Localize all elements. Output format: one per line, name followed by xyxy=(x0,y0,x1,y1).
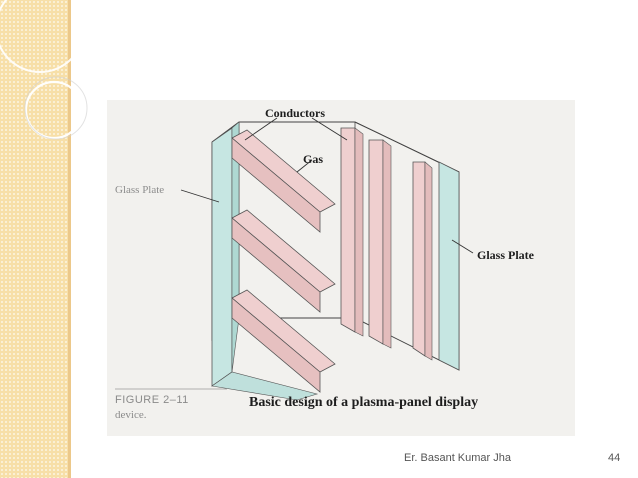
figure-number: FIGURE 2–11 xyxy=(115,394,189,406)
label-glass-plate-left: Glass Plate xyxy=(115,184,165,196)
left-glass-plate xyxy=(211,127,233,387)
vertical-conductor-3 xyxy=(412,161,426,357)
vertical-conductor-2 xyxy=(368,139,384,345)
vertical-conductor-2-side xyxy=(382,139,392,349)
left-glass-plate-bottom xyxy=(211,371,319,401)
horizontal-conductors xyxy=(231,129,336,393)
leader-glass-left xyxy=(180,189,220,203)
decorative-rings xyxy=(0,0,88,140)
leader-conductors-right xyxy=(311,117,348,141)
vertical-conductor-3-side xyxy=(424,161,433,361)
label-glass-plate-right: Glass Plate xyxy=(477,248,534,262)
figure-caption: Basic design of a plasma-panel display xyxy=(249,395,479,410)
decorative-strip-edge xyxy=(68,0,71,478)
leader-conductors-left xyxy=(244,117,278,141)
vertical-conductor-1 xyxy=(340,127,356,333)
conductor-bottom-face xyxy=(231,297,321,393)
label-conductors: Conductors xyxy=(265,106,326,120)
plasma-panel-diagram xyxy=(115,117,474,401)
right-glass-plate xyxy=(438,161,460,371)
leader-gas xyxy=(296,159,313,173)
plasma-panel-figure: Conductors Gas Glass Plate Glass Plate F… xyxy=(107,100,575,436)
decorative-left-strip xyxy=(0,0,68,478)
leader-glass-right xyxy=(451,239,474,254)
footer-author: Er. Basant Kumar Jha xyxy=(404,452,511,464)
conductor-top-face xyxy=(231,137,321,233)
vertical-conductors xyxy=(340,127,433,361)
page-number: 44 xyxy=(608,452,621,464)
figure-fragment: device. xyxy=(115,409,147,421)
conductor-middle-face xyxy=(231,217,321,313)
vertical-conductor-1-side xyxy=(354,127,364,337)
label-gas: Gas xyxy=(303,152,324,166)
